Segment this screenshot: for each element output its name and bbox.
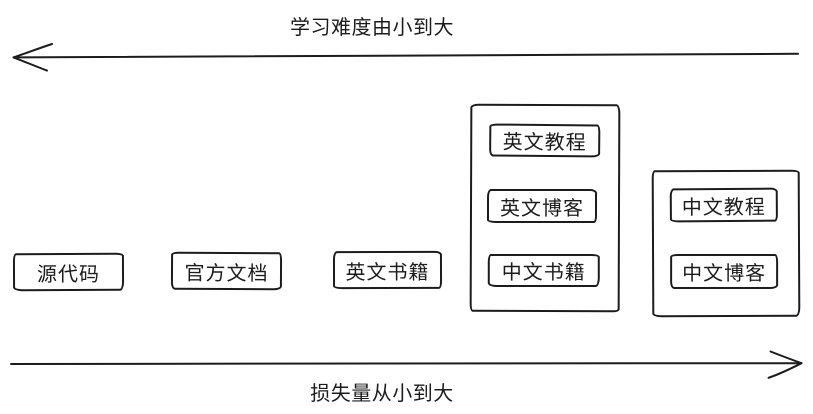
box-label: 中文书籍 (501, 261, 586, 285)
box-label: 中文博客 (682, 262, 767, 286)
top-axis-label: 学习难度由小到大 (290, 17, 454, 39)
box-label: 源代码 (36, 263, 101, 286)
box-chinese-books: 中文书籍 (487, 253, 600, 288)
box-label: 英文书籍 (345, 261, 430, 284)
group-box-middle: 英文教程 英文博客 中文书籍 (469, 103, 621, 313)
box-source-code: 源代码 (12, 252, 125, 292)
bottom-axis-label: 损失量从小到大 (310, 383, 454, 405)
box-label: 英文博客 (499, 197, 585, 220)
box-english-tutorial: 英文教程 (489, 123, 601, 158)
right-arrow (10, 350, 803, 379)
group-box-right: 中文教程 中文博客 (651, 169, 801, 318)
box-english-books: 英文书籍 (332, 250, 443, 290)
box-official-docs: 官方文档 (170, 251, 283, 291)
box-label: 英文教程 (502, 131, 587, 155)
box-english-blog: 英文博客 (486, 188, 598, 224)
box-label: 官方文档 (184, 262, 269, 285)
box-chinese-blog: 中文博客 (670, 253, 779, 290)
box-label: 中文教程 (681, 196, 766, 219)
box-chinese-tutorial: 中文教程 (669, 187, 778, 223)
left-arrow (12, 43, 799, 72)
